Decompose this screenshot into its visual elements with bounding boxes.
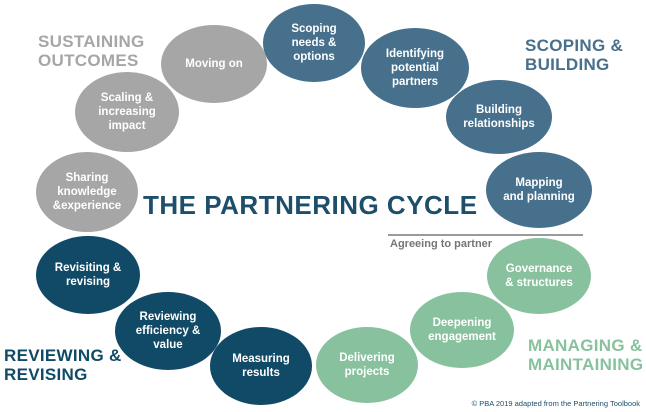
phase-label-sustaining: SUSTAINING OUTCOMES xyxy=(38,32,145,70)
phase-label-managing: MANAGING & MAINTAINING xyxy=(528,336,644,374)
agreeing-to-partner-label: Agreeing to partner xyxy=(390,238,493,250)
node-deepening-engagement: Deepening engagement xyxy=(410,292,514,368)
node-sharing-knowledge: Sharing knowledge &experience xyxy=(36,152,138,232)
node-measuring-results: Measuring results xyxy=(210,327,312,405)
node-delivering-projects: Delivering projects xyxy=(316,327,418,403)
node-identifying-partners: Identifying potential partners xyxy=(361,28,469,108)
node-moving-on: Moving on xyxy=(161,25,267,103)
node-governance-structures: Governance & structures xyxy=(487,238,591,314)
node-revisiting-revising: Revisiting & revising xyxy=(36,236,140,314)
phase-label-scoping: SCOPING & BUILDING xyxy=(525,36,624,74)
node-scoping-needs: Scoping needs & options xyxy=(263,4,365,82)
node-mapping-planning: Mapping and planning xyxy=(486,152,592,228)
phase-label-reviewing: REVIEWING & REVISING xyxy=(4,346,122,384)
agreeing-divider-line xyxy=(388,234,583,236)
credit-text: © PBA 2019 adapted from the Partnering T… xyxy=(471,399,640,408)
node-scaling-impact: Scaling & increasing impact xyxy=(75,72,179,152)
node-reviewing-efficiency: Reviewing efficiency & value xyxy=(115,292,221,370)
diagram-title: THE PARTNERING CYCLE xyxy=(143,190,478,220)
node-building-relationships: Building relationships xyxy=(446,80,552,154)
